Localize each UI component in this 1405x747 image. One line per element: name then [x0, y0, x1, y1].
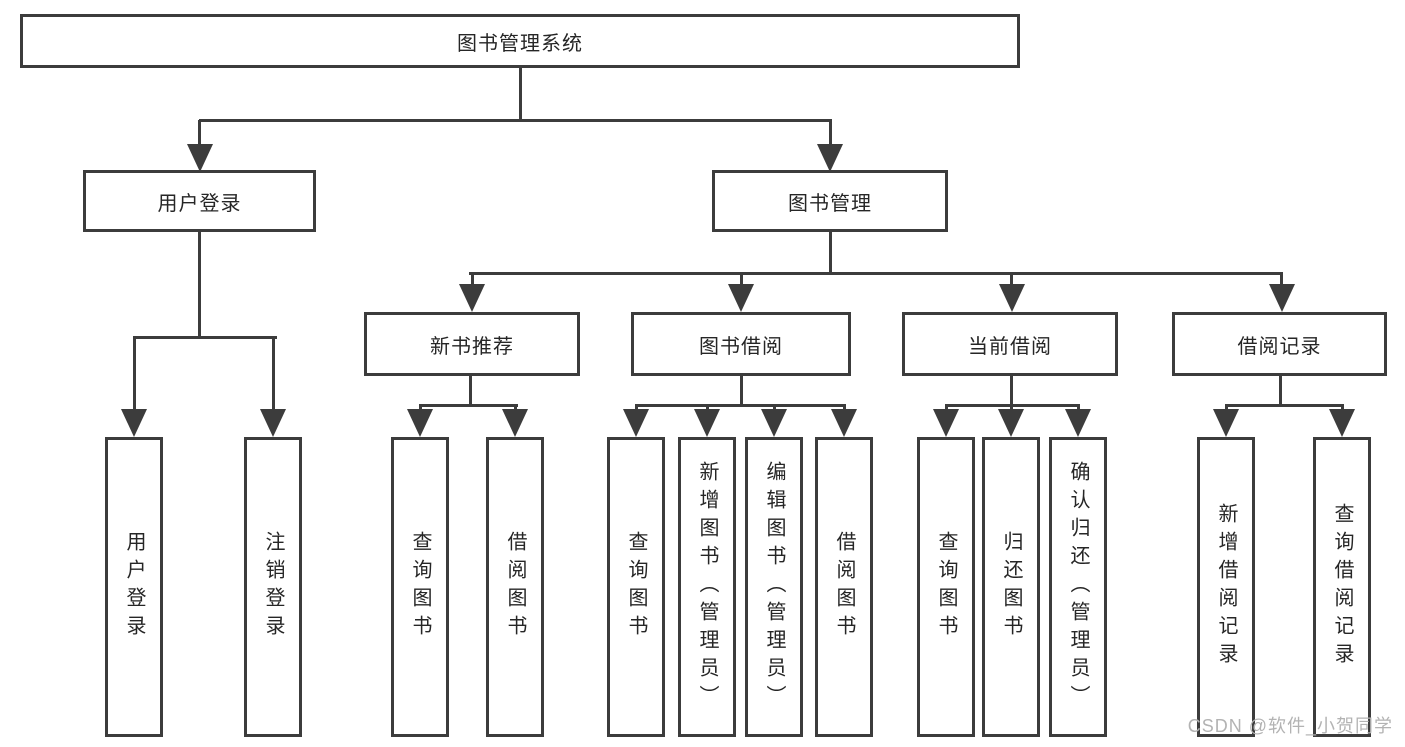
- node-label: 图书管理: [788, 192, 872, 215]
- arrowhead-down: [1329, 409, 1355, 437]
- arrowhead-down: [186, 144, 213, 172]
- node-borrowing-records: 借阅记录: [1172, 312, 1387, 376]
- watermark: CSDN @软件_小贺同学: [1187, 716, 1393, 736]
- node-new-book-recommendation: 新书推荐: [364, 312, 580, 376]
- leaf-query-borrow-record: 查询借阅记录: [1313, 437, 1371, 737]
- arrowhead-down: [831, 409, 857, 437]
- arrowhead-down: [459, 284, 485, 312]
- connector-stem: [470, 273, 474, 287]
- node-label: 新书推荐: [430, 335, 514, 358]
- arrowhead-down: [761, 409, 787, 437]
- leaf-query-books-recommend: 查询图书: [391, 437, 449, 737]
- arrowhead-down: [260, 409, 286, 437]
- leaf-return-books: 归还图书: [982, 437, 1040, 737]
- connector-group-vline: [1010, 376, 1013, 406]
- arrowhead-down: [502, 409, 528, 437]
- leaf-confirm-return-admin: 确认归还（管理员）: [1049, 437, 1107, 737]
- node-label: 归还图书: [1000, 531, 1022, 643]
- arrowhead-down: [407, 409, 433, 437]
- leaf-borrow-books-borrowing: 借阅图书: [815, 437, 873, 737]
- connector-group-hline: [418, 404, 518, 407]
- connector-stem: [1010, 273, 1013, 287]
- node-label: 注销登录: [262, 531, 284, 643]
- arrowhead-down: [623, 409, 649, 437]
- leaf-logout: 注销登录: [244, 437, 302, 737]
- connector-userlogin-vline: [198, 232, 201, 338]
- node-label: 查询图书: [935, 531, 957, 643]
- connector-group-vline: [1278, 376, 1282, 406]
- node-label: 图书管理系统: [457, 32, 583, 55]
- connector-root-hline: [198, 119, 832, 122]
- node-label: 查询借阅记录: [1331, 503, 1353, 671]
- connector-group-vline: [739, 376, 743, 406]
- node-label: 借阅图书: [833, 531, 855, 643]
- node-label: 借阅图书: [504, 531, 526, 643]
- arrowhead-down: [1065, 409, 1091, 437]
- arrowhead-down: [728, 284, 754, 312]
- connector-group-hline: [1224, 404, 1344, 407]
- leaf-borrow-books-recommend: 借阅图书: [486, 437, 544, 737]
- node-book-management: 图书管理: [712, 170, 948, 232]
- connector-group-vline: [469, 376, 472, 406]
- connector-bookmgmt-vline: [828, 232, 832, 274]
- arrowhead-down: [998, 409, 1024, 437]
- arrowhead-down: [694, 409, 720, 437]
- node-label: 查询图书: [409, 531, 431, 643]
- connector-stem: [271, 337, 275, 413]
- node-label: 图书借阅: [699, 335, 783, 358]
- node-label: 确认归还（管理员）: [1067, 461, 1089, 713]
- leaf-edit-book-admin: 编辑图书（管理员）: [745, 437, 803, 737]
- connector-stem: [828, 120, 832, 152]
- node-label: 查询图书: [625, 531, 647, 643]
- node-current-borrowing: 当前借阅: [902, 312, 1118, 376]
- leaf-user-login: 用户登录: [105, 437, 163, 737]
- arrowhead-down: [933, 409, 959, 437]
- node-label: 借阅记录: [1237, 335, 1322, 358]
- leaf-add-book-admin: 新增图书（管理员）: [678, 437, 736, 737]
- node-label: 新增借阅记录: [1215, 503, 1237, 671]
- connector-stem: [198, 120, 201, 152]
- arrowhead-down: [121, 409, 147, 437]
- connector-root-vline: [518, 68, 522, 122]
- arrowhead-down: [998, 284, 1025, 312]
- arrowhead-down: [1213, 409, 1239, 437]
- connector-stem: [132, 337, 136, 413]
- leaf-query-books-current: 查询图书: [917, 437, 975, 737]
- node-user-login: 用户登录: [83, 170, 316, 232]
- connector-bookmgmt-hline: [468, 272, 1283, 275]
- node-book-borrowing: 图书借阅: [631, 312, 851, 376]
- node-label: 编辑图书（管理员）: [763, 461, 785, 713]
- connector-userlogin-hline: [132, 336, 277, 339]
- leaf-add-borrow-record: 新增借阅记录: [1197, 437, 1255, 737]
- node-label: 当前借阅: [968, 335, 1052, 358]
- connector-stem: [739, 273, 743, 287]
- node-label: 用户登录: [157, 192, 242, 215]
- node-library-management-system: 图书管理系统: [20, 14, 1020, 68]
- node-label: 新增图书（管理员）: [696, 461, 718, 713]
- node-label: 用户登录: [123, 531, 145, 643]
- arrowhead-down: [817, 144, 843, 172]
- leaf-query-books-borrowing: 查询图书: [607, 437, 665, 737]
- connector-group-hline: [634, 404, 846, 407]
- arrowhead-down: [1268, 284, 1295, 312]
- connector-stem: [1280, 273, 1283, 287]
